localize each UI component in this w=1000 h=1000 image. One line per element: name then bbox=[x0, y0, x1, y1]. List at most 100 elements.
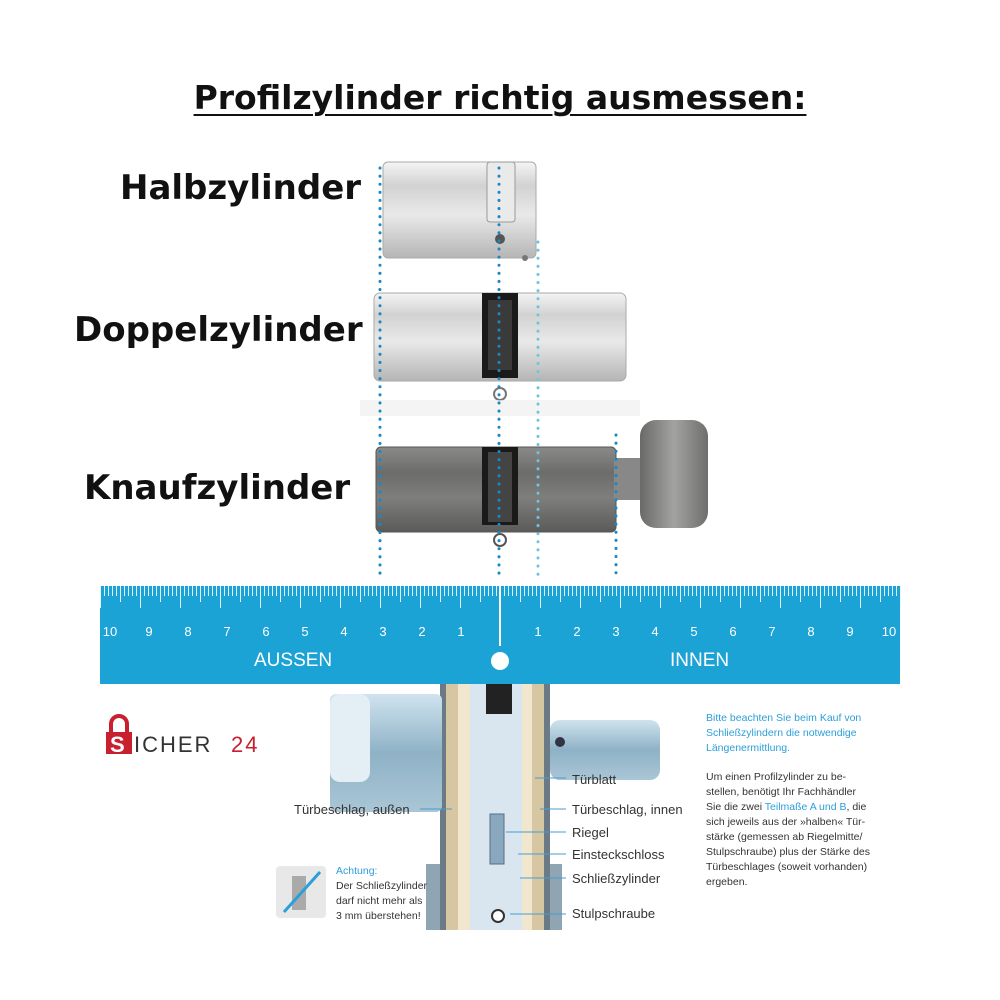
info-heading-line-1: Bitte beachten Sie beim Kauf von bbox=[706, 712, 862, 724]
ruler-tick bbox=[164, 586, 165, 596]
ruler-tick bbox=[628, 586, 629, 596]
ruler-tick bbox=[368, 586, 369, 596]
ruler-tick bbox=[852, 586, 853, 596]
page-title: Profilzylinder richtig ausmessen: bbox=[193, 78, 807, 117]
ruler-tick bbox=[276, 586, 277, 596]
ruler-tick bbox=[192, 586, 193, 596]
ruler-tick bbox=[732, 586, 733, 596]
ruler-tick bbox=[428, 586, 429, 596]
ruler-number: 7 bbox=[223, 624, 231, 639]
ruler-tick bbox=[224, 586, 225, 596]
ruler-tick bbox=[296, 586, 297, 596]
ruler-tick bbox=[600, 586, 601, 602]
ruler-tick bbox=[620, 586, 621, 608]
ruler-tick bbox=[180, 586, 181, 608]
ruler-tick bbox=[784, 586, 785, 596]
ruler-tick bbox=[780, 586, 781, 608]
ruler-tick bbox=[248, 586, 249, 596]
cylinder-illustrations bbox=[360, 161, 708, 582]
ruler-tick bbox=[900, 586, 901, 608]
ruler-tick bbox=[408, 586, 409, 596]
ruler-tick bbox=[320, 586, 321, 602]
warning-line-1: Der Schließzylinder bbox=[336, 880, 428, 892]
ruler-tick bbox=[704, 586, 705, 596]
label-aussen: AUSSEN bbox=[254, 650, 333, 671]
ruler-tick bbox=[752, 586, 753, 596]
ruler-tick bbox=[376, 586, 377, 596]
ruler-tick bbox=[372, 586, 373, 596]
label-tuerblatt: Türblatt bbox=[572, 772, 617, 787]
ruler-tick bbox=[216, 586, 217, 596]
ruler-tick bbox=[876, 586, 877, 596]
ruler-tick bbox=[672, 586, 673, 596]
ruler-tick bbox=[436, 586, 437, 596]
ruler-number: 9 bbox=[145, 624, 153, 639]
ruler-tick bbox=[720, 586, 721, 602]
ruler-tick bbox=[616, 586, 617, 596]
ruler-tick bbox=[104, 586, 105, 596]
ruler-tick bbox=[412, 586, 413, 596]
ruler-tick bbox=[504, 586, 505, 596]
info-heading-line-3: Längenermittlung. bbox=[706, 742, 791, 754]
ruler-tick bbox=[532, 586, 533, 596]
ruler-tick bbox=[680, 586, 681, 602]
ruler-tick bbox=[332, 586, 333, 596]
ruler-tick bbox=[740, 586, 741, 608]
ruler-tick bbox=[860, 586, 861, 608]
ruler-tick bbox=[364, 586, 365, 596]
label-schliesszylinder: Schließzylinder bbox=[572, 871, 661, 886]
ruler-tick bbox=[480, 586, 481, 602]
ruler-tick bbox=[764, 586, 765, 596]
ruler-tick bbox=[588, 586, 589, 596]
ruler-tick bbox=[580, 586, 581, 608]
ruler-tick bbox=[316, 586, 317, 596]
ruler-tick bbox=[420, 586, 421, 608]
warning-line-3: 3 mm überstehen! bbox=[336, 910, 421, 922]
knaufzylinder-image bbox=[375, 420, 708, 547]
label-tuerbeschlag-innen: Türbeschlag, innen bbox=[572, 802, 683, 817]
ruler-tick bbox=[152, 586, 153, 596]
ruler-tick bbox=[840, 586, 841, 602]
ruler-tick bbox=[260, 586, 261, 608]
ruler-tick bbox=[188, 586, 189, 596]
info-line3-pre: Sie die zwei bbox=[706, 801, 765, 813]
ruler-tick bbox=[608, 586, 609, 596]
ruler-tick bbox=[300, 586, 301, 608]
ruler-number: 2 bbox=[418, 624, 426, 639]
ruler-tick bbox=[724, 586, 725, 596]
ruler-tick bbox=[432, 586, 433, 596]
ruler-tick bbox=[676, 586, 677, 596]
ruler-number: 4 bbox=[651, 624, 659, 639]
ruler-tick bbox=[148, 586, 149, 596]
ruler-tick bbox=[240, 586, 241, 602]
ruler-tick bbox=[820, 586, 821, 608]
ruler-tick bbox=[476, 586, 477, 596]
ruler-tick bbox=[648, 586, 649, 596]
info-body-line-3: Sie die zwei Teilmaße A und B, die bbox=[706, 800, 870, 815]
ruler-tick bbox=[140, 586, 141, 608]
ruler-tick bbox=[380, 586, 381, 608]
ruler-tick bbox=[132, 586, 133, 596]
ruler-tick bbox=[360, 586, 361, 602]
ruler-tick bbox=[804, 586, 805, 596]
ruler-tick bbox=[584, 586, 585, 596]
ruler-number: 8 bbox=[184, 624, 192, 639]
ruler-tick bbox=[864, 586, 865, 596]
ruler-tick bbox=[288, 586, 289, 596]
ruler-tick bbox=[204, 586, 205, 596]
lock-logo-icon bbox=[104, 712, 134, 754]
ruler-tick bbox=[264, 586, 265, 596]
info-body-line-5: stärke (gemessen ab Riegelmitte/ bbox=[706, 831, 863, 843]
ruler-tick bbox=[568, 586, 569, 596]
info-heading: Bitte beachten Sie beim Kauf von Schließ… bbox=[706, 711, 861, 756]
ruler-tick bbox=[392, 586, 393, 596]
ruler-tick bbox=[280, 586, 281, 602]
ruler-number: 5 bbox=[301, 624, 309, 639]
brand-number: 24 bbox=[231, 732, 260, 757]
ruler-tick bbox=[252, 586, 253, 596]
ruler-tick bbox=[664, 586, 665, 596]
ruler-tick bbox=[792, 586, 793, 596]
ruler-tick bbox=[492, 586, 493, 596]
ruler-tick bbox=[604, 586, 605, 596]
